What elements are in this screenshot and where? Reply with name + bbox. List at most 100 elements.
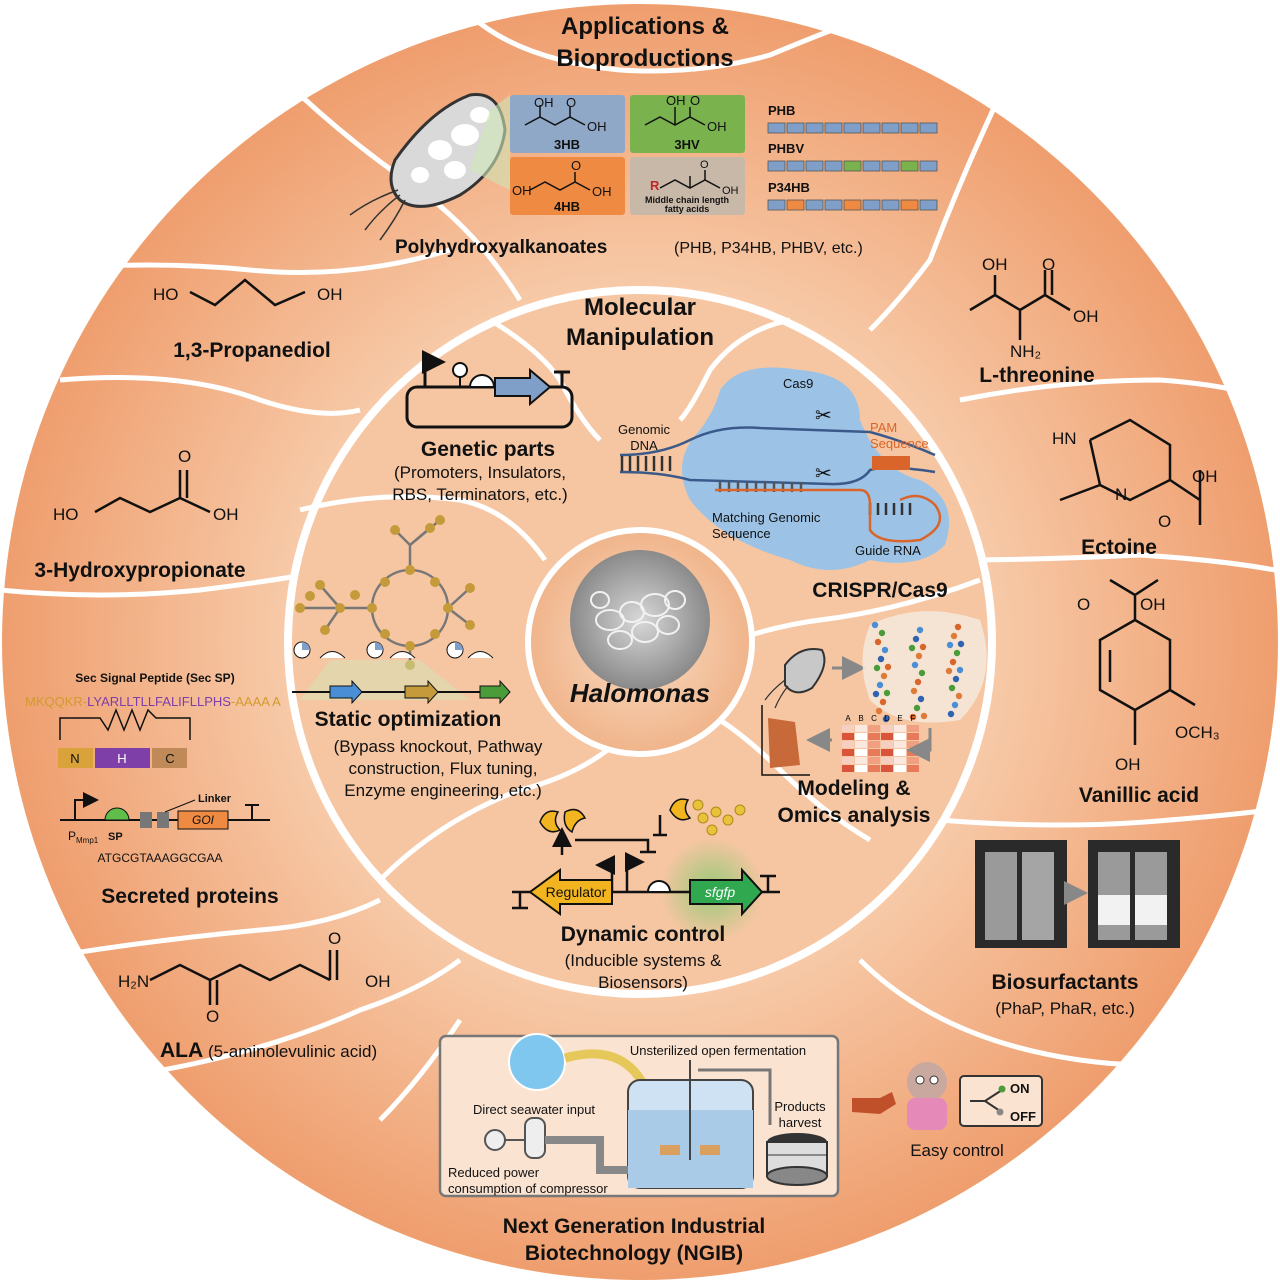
polymer-unit [767, 122, 786, 134]
omics-node [878, 629, 886, 637]
biosurfactant-vials [975, 840, 1180, 948]
switch-lever [970, 1089, 1003, 1112]
3hv-label: 3HV [674, 137, 700, 152]
on-off-switch [959, 1075, 1043, 1127]
monomer-3hv-box [630, 95, 745, 153]
3hb-oh-end: OH [587, 119, 607, 134]
omics-node [881, 646, 889, 654]
guide-rna [715, 488, 942, 543]
ala-oh: OH [365, 972, 391, 991]
vanillic-o: O [1077, 595, 1090, 614]
polymer-unit [805, 199, 824, 211]
heatmap-cell [855, 749, 867, 756]
metabolite-node [320, 625, 330, 635]
ala-h2n: H₂N [118, 972, 149, 991]
metabolite-node [425, 523, 435, 533]
crispr-cas9-label: Cas9 [783, 376, 813, 391]
omics-node [874, 638, 882, 646]
center-title: Halomonas [570, 678, 710, 708]
metabolite-node [405, 660, 415, 670]
4hb-o: O [571, 158, 581, 173]
heatmap-cell [868, 733, 880, 740]
omics-node [879, 698, 887, 706]
dynamic-line1: (Inducible systems & [565, 951, 722, 970]
vanillic-och3: OCH₃ [1175, 723, 1220, 742]
threonine-oh-top: OH [982, 255, 1008, 274]
metabolite-node [390, 525, 400, 535]
heatmap-cell [868, 749, 880, 756]
heatmap-cell [868, 765, 880, 772]
cas9-protein [682, 367, 950, 570]
omics-node [918, 669, 926, 677]
metabolite-node [405, 565, 415, 575]
polymer-unit [786, 160, 805, 172]
heatmap-cell [855, 765, 867, 772]
omics-node [952, 675, 960, 683]
metabolite-node [430, 629, 440, 639]
outer-title-line2: Bioproductions [556, 45, 733, 72]
omics-node [916, 626, 924, 634]
omics-node [911, 661, 919, 669]
sfgfp-label: sfgfp [705, 884, 736, 900]
scissors-icon-1: ✂ [815, 405, 832, 427]
hp-o: O [178, 447, 191, 466]
heatmap-cell [868, 725, 880, 732]
3hv-oh-end: OH [707, 119, 727, 134]
polymer-unit [900, 160, 919, 172]
polymer-unit [767, 160, 786, 172]
heatmap-cell [855, 725, 867, 732]
heatmap-cell [855, 741, 867, 748]
omics-node [917, 695, 925, 703]
ala-o-acid: O [328, 929, 341, 948]
sec-h-label: H [117, 751, 126, 766]
ngib-line2: Biotechnology (NGIB) [525, 1242, 743, 1265]
sec-zigzag [59, 707, 191, 740]
heatmap-cell [842, 757, 854, 764]
sec-domain-c [152, 748, 187, 768]
sec-promoter-sub: Mmp1 [76, 836, 99, 845]
sec-seq-c: -AAAA A [231, 694, 281, 709]
polymer-phbv-label: PHBV [768, 141, 804, 156]
polymer-unit [900, 122, 919, 134]
outer-dividers [0, 13, 1276, 1122]
heatmap-cell [881, 725, 893, 732]
propanediol-oh: OH [317, 285, 343, 304]
vanillic-oh-top: OH [1140, 595, 1166, 614]
metabolite-node [315, 580, 325, 590]
sfgfp-gene [689, 867, 764, 917]
polymer-unit [919, 160, 938, 172]
metabolite-node [380, 577, 390, 587]
sec-construct [60, 792, 270, 830]
omics-node [951, 701, 959, 709]
heatmap-cell [894, 749, 906, 756]
sec-c-label: C [165, 751, 174, 766]
3hb-o: O [566, 95, 576, 110]
crispr-guide: Guide RNA [855, 543, 921, 558]
crispr-pam1: PAM [870, 420, 897, 435]
omics-node [875, 707, 883, 715]
ectoine-structure [1059, 418, 1202, 525]
polymer-unit [805, 122, 824, 134]
vanillic-structure [1098, 578, 1196, 745]
sec-sp-label: SP [108, 831, 123, 843]
metabolite-node [405, 641, 415, 651]
crispr-genomic1: Genomic [618, 422, 671, 437]
polymer-unit [843, 160, 862, 172]
sec-promoter: P [68, 829, 76, 843]
omics-node [954, 623, 962, 631]
sec-sp-title: Sec Signal Peptide (Sec SP) [75, 671, 234, 685]
metabolite-node [367, 603, 377, 613]
cell-granules [590, 590, 686, 650]
threonine-structure [969, 270, 1071, 340]
ngib-seawater: Direct seawater input [473, 1102, 595, 1117]
genetic-parts-line2: RBS, Terminators, etc.) [392, 485, 567, 504]
plasmid-icon [405, 350, 574, 429]
dynamic-line2: Biosensors) [598, 973, 688, 992]
biosurfactants-examples: (PhaP, PhaR, etc.) [995, 999, 1135, 1018]
metabolite-node [305, 591, 315, 601]
heatmap-cell [842, 733, 854, 740]
heatmap-cell [907, 757, 919, 764]
regulator-label: Regulator [546, 884, 607, 900]
omics-node [919, 643, 927, 651]
outer-title-line1: Applications & [561, 13, 729, 40]
